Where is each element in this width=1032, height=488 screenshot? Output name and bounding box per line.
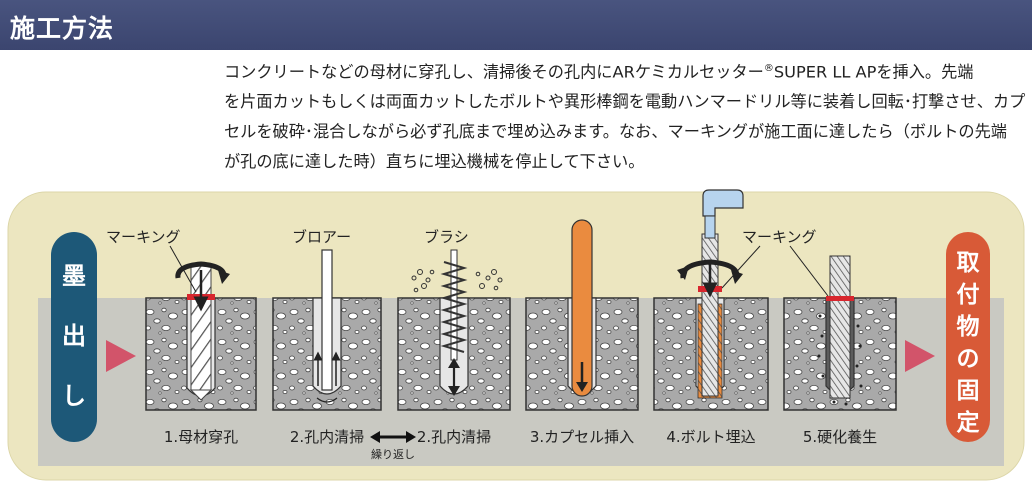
brush-bristles [440,261,468,353]
leader-line-marking-1 [169,245,197,293]
step-3-capsule [525,219,639,411]
end-badge-char-5: 固 [957,378,980,404]
step-label-2b: 2.孔内清掃 [417,428,491,446]
start-badge: 墨 出 し [51,232,97,442]
intro-line-2: を片面カットもしくは両面カットしたボルトや異形棒鋼を電動ハンマードリル等に装着し… [224,92,1026,112]
step-label-1: 1.母材穿孔 [164,428,238,446]
step-label-2a: 2.孔内清掃 [290,428,364,446]
label-marking-2: マーキング [742,228,817,246]
resin-dots [817,314,863,406]
end-badge: 取 付 物 の 固 定 [946,232,990,442]
repeat-double-arrow [370,431,416,443]
end-badge-char-6: 定 [957,409,980,436]
start-badge-char-3: し [62,382,86,410]
intro-line-1: コンクリートなどの母材に穿孔し、清掃後その孔内にARケミカルセッター®SUPER… [224,62,974,82]
flow-arrow-start [106,340,136,372]
label-blower: ブロアー [292,228,351,246]
leader-line-marking-2b [789,245,829,297]
capsule [571,219,593,397]
intro-line-4: が孔の底に達した時）直ちに埋込機械を停止して下さい。 [224,152,645,172]
end-badge-char-3: 物 [957,313,980,340]
flow-arrow-end [905,340,935,372]
label-brush: ブラシ [424,228,469,246]
step-2-blower [272,249,382,411]
page-title: 施工方法 [10,14,115,43]
step-label-5: 5.硬化養生 [803,428,877,446]
repeat-note: 繰り返し [371,447,415,461]
end-badge-char-2: 付 [957,282,980,308]
intro-line-3: セルを破砕･混合しながら必ず孔底まで埋め込みます。なお、マーキングが施工面に達し… [224,122,1007,142]
rotation-arrow-icon [218,270,230,284]
step-label-4: 4.ボルト埋込 [666,428,755,446]
step-2-brush [397,249,511,411]
start-badge-char-2: 出 [62,322,86,350]
end-badge-char-1: 取 [957,250,980,276]
step-5-curing [783,255,897,411]
intro-text: コンクリートなどの母材に穿孔し、清掃後その孔内にARケミカルセッター®SUPER… [224,54,1026,177]
marking-band-3 [826,296,854,301]
hammer-drill-icon [702,189,744,217]
step-4-bolt [653,189,769,411]
header-bar: 施工方法 [0,0,1032,50]
registered-mark: ® [763,63,774,74]
label-marking-1: マーキング [106,228,181,246]
start-badge-char-1: 墨 [62,262,86,290]
end-badge-char-4: の [957,346,980,372]
step-label-3: 3.カプセル挿入 [530,428,634,446]
blower-nozzle [321,249,333,391]
dust-particles [411,269,503,293]
construction-process-diagram: 墨 出 し 取 付 物 の 固 定 [7,189,1025,481]
leader-line-marking-2a [721,245,761,289]
step-1-drilling [145,261,257,411]
